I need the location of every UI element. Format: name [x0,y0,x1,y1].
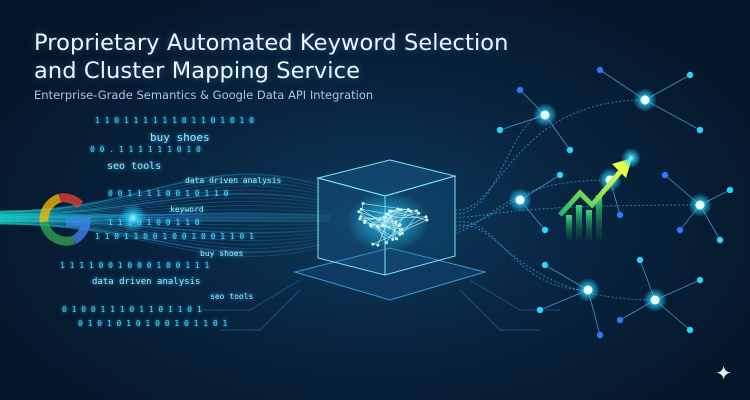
keyword-text: buy shoes [200,248,244,258]
binary-stream: 0 1 0 0 1 1 1 0 1 1 0 1 1 0 1 [62,304,202,314]
binary-stream: 0 1 0 1 0 1 0 1 0 0 1 0 1 1 0 1 [78,319,228,328]
keyword-node [676,226,684,234]
brain-node [359,215,363,219]
brain-link [391,210,427,221]
ai-brain-cube [293,159,487,301]
cluster-hub [540,110,550,120]
binary-stream: 0 0 1 1 1 1 0 0 1 0 1 1 0 [108,188,229,198]
keyword-node [616,211,624,219]
keyword-node [716,236,724,244]
keyword-node [636,256,644,264]
beam-line [0,222,321,254]
brain-node [381,224,385,228]
brain-link [358,211,379,228]
keyword-node [661,171,669,179]
brain-link [370,224,383,226]
flow-line [454,114,546,215]
light-beam [0,173,330,257]
brain-link [395,210,417,223]
brain-node [398,228,402,232]
beam-core [0,214,330,222]
brain-node [409,209,413,213]
beam-line [0,181,321,213]
brain-link [370,213,387,226]
keyword-node [556,171,564,179]
brain-link [361,208,389,215]
brain-link [372,219,427,245]
brain-link [377,209,401,227]
binary-stream: 1 1 0 1 1 1 1 1 1 0 1 1 0 1 0 1 0 [95,116,254,125]
brain-link [377,226,387,243]
beam-line [0,220,321,238]
sparkle-icon: ✦ [715,361,732,385]
beam-line [0,221,321,242]
brain-node [415,209,419,213]
keyword-node [541,226,549,234]
keyword-text: keyword [170,205,204,214]
brain-link [361,208,400,235]
brain-node [398,224,402,228]
brain-node [395,237,399,241]
keyword-text: buy shoes [150,130,210,144]
brain-node [375,225,379,229]
cluster-hub [695,200,705,210]
brain-node [384,241,388,245]
title-line-1: Proprietary Automated Keyword Selection [34,30,509,56]
brain-link [389,210,411,212]
beam-line [0,197,321,216]
cluster-hub [583,285,593,295]
beam-line [0,221,321,245]
beam-line [0,192,321,216]
circuit-base [200,279,560,331]
flow-line [454,99,646,211]
keyword-node [536,306,544,314]
growth-chart-arrow [558,148,641,240]
keyword-node [696,276,704,284]
keyword-text: data driven analysis [185,176,282,185]
keyword-node [596,331,604,339]
keyword-text: seo tools [107,160,162,172]
keyword-node [596,66,604,74]
brain-node [417,211,421,215]
keyword-node [496,126,504,134]
cluster-hub [515,195,525,205]
brain-node [361,202,365,206]
title-line-2: and Cluster Mapping Service [34,58,361,84]
keyword-text: data driven analysis [92,276,201,287]
binary-stream: 1 1 0 1 1 0 0 1 0 0 1 0 0 1 1 0 1 [95,232,254,241]
brain-link [364,211,411,221]
binary-stream: 1 1 1 0 1 0 0 1 1 0 [108,217,200,227]
keyword-node [516,86,524,94]
beam-line [0,223,321,257]
binary-stream: 1 1 1 1 0 0 1 0 0 0 1 0 0 1 1 1 [60,261,210,270]
google-logo [39,193,91,246]
keyword-node [686,71,694,79]
keyword-node [566,146,574,154]
keyword-node [541,261,549,269]
cluster-hub [640,95,650,105]
subtitle: Enterprise-Grade Semantics & Google Data… [34,88,374,102]
keyword-node [616,316,624,324]
beam-line [0,185,321,214]
cluster-hub [650,295,660,305]
brain-node [363,219,367,223]
brain-node [425,218,429,222]
brain-node [399,208,403,212]
beam-line [0,173,321,213]
beam-line [0,177,321,213]
flow-line [454,179,611,235]
keyword-node [696,126,704,134]
brain-node [391,237,395,241]
brain-link [387,213,401,231]
keyword-node [686,326,694,334]
keyword-node [726,186,734,194]
beam-line [0,189,321,215]
binary-stream: 0 0 . 1 1 1 1 1 1 0 1 0 [90,145,201,154]
flow-line [454,221,589,291]
keyword-text: seo tools [210,292,254,301]
